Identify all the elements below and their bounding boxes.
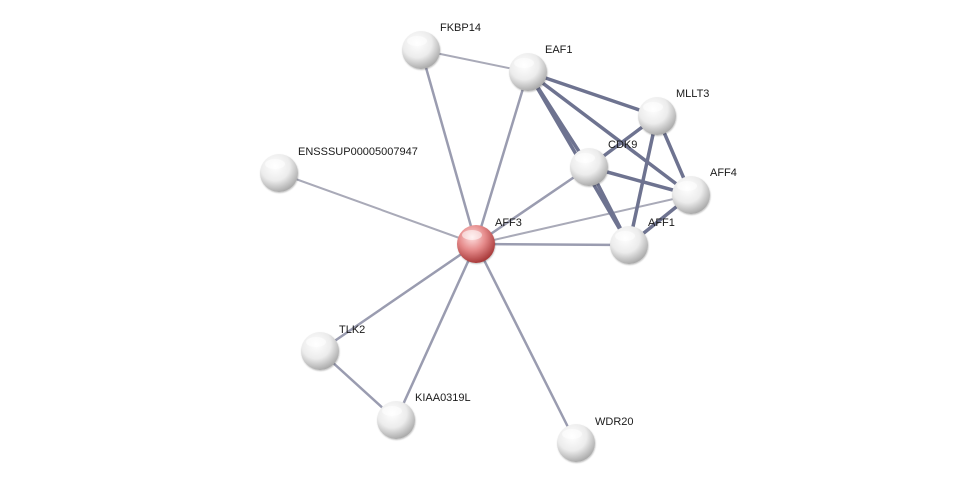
node-label-wdr20: WDR20 bbox=[595, 416, 634, 428]
node-label-ensssup00005007947: ENSSSUP00005007947 bbox=[298, 146, 418, 158]
node-eaf1[interactable]: EAF1 bbox=[509, 44, 573, 91]
node-label-cdk9: CDK9 bbox=[608, 139, 637, 151]
node-label-mllt3: MLLT3 bbox=[676, 88, 709, 100]
node-highlight bbox=[382, 406, 402, 416]
node-mllt3[interactable]: MLLT3 bbox=[638, 88, 709, 135]
edge-aff3-wdr20[interactable] bbox=[474, 242, 578, 445]
node-highlight bbox=[306, 337, 326, 347]
node-kiaa0319l[interactable]: KIAA0319L bbox=[377, 392, 471, 439]
node-highlight bbox=[643, 102, 663, 112]
node-label-aff1: AFF1 bbox=[648, 217, 675, 229]
node-highlight bbox=[562, 429, 582, 439]
node-label-aff3: AFF3 bbox=[495, 217, 522, 229]
node-highlight bbox=[462, 230, 482, 240]
node-label-eaf1: EAF1 bbox=[545, 44, 573, 56]
edge-aff3-aff4[interactable] bbox=[475, 194, 692, 245]
edge-aff3-aff1[interactable] bbox=[474, 242, 631, 247]
node-cdk9[interactable]: CDK9 bbox=[570, 139, 637, 186]
node-label-aff4: AFF4 bbox=[710, 167, 737, 179]
node-label-tlk2: TLK2 bbox=[339, 324, 365, 336]
node-label-kiaa0319l: KIAA0319L bbox=[415, 392, 471, 404]
edge-aff3-tlk2[interactable] bbox=[318, 242, 478, 353]
node-aff1[interactable]: AFF1 bbox=[610, 217, 675, 264]
edge-aff3-eaf1[interactable] bbox=[474, 70, 530, 246]
edge-ensssup00005007947-aff3[interactable] bbox=[278, 172, 477, 245]
edge-eaf1-aff4[interactable] bbox=[526, 70, 693, 197]
node-aff4[interactable]: AFF4 bbox=[672, 167, 737, 214]
node-highlight bbox=[407, 36, 427, 46]
node-wdr20[interactable]: WDR20 bbox=[557, 416, 634, 462]
node-fkbp14[interactable]: FKBP14 bbox=[402, 22, 481, 69]
node-ensssup00005007947[interactable]: ENSSSUP00005007947 bbox=[260, 146, 418, 192]
node-aff3[interactable]: AFF3 bbox=[457, 217, 522, 263]
edge-eaf1-mllt3[interactable] bbox=[526, 70, 659, 118]
node-highlight bbox=[514, 58, 534, 68]
node-tlk2[interactable]: TLK2 bbox=[301, 324, 365, 370]
node-label-fkbp14: FKBP14 bbox=[440, 22, 481, 34]
edge-fkbp14-aff3[interactable] bbox=[419, 48, 478, 246]
edge-aff3-kiaa0319l[interactable] bbox=[394, 242, 478, 422]
edge-aff3-cdk9[interactable] bbox=[474, 165, 591, 246]
node-highlight bbox=[575, 153, 595, 163]
node-highlight bbox=[677, 181, 697, 191]
node-highlight bbox=[615, 231, 635, 241]
node-highlight bbox=[265, 159, 285, 169]
